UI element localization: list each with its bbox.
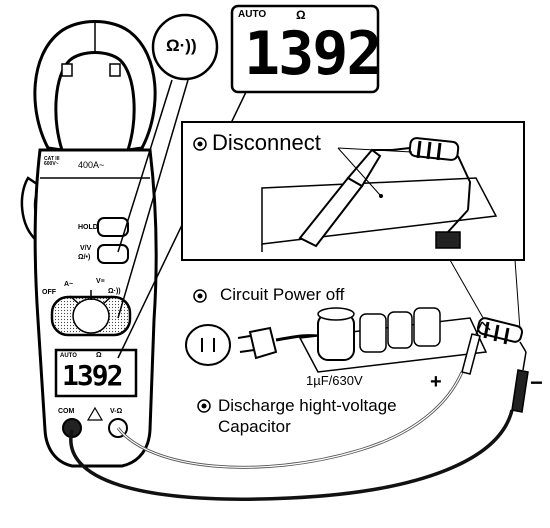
small-lcd-frame — [54, 348, 138, 398]
step-discharge-line1: Discharge hight-voltage — [218, 396, 397, 415]
mode-button-label-bottom: Ω/•) — [78, 254, 91, 261]
big-lcd-mode: AUTO — [238, 9, 267, 20]
small-lcd-mode: AUTO — [60, 353, 77, 359]
polarity-minus: − — [530, 370, 543, 395]
step-disconnect-label: Disconnect — [212, 130, 321, 155]
test-leads — [69, 321, 529, 501]
mode-button-shape[interactable] — [97, 244, 129, 264]
clamp-jaws — [33, 20, 157, 152]
function-bubble-symbol: Ω·)) — [166, 36, 197, 55]
com-jack-label: COM — [58, 408, 75, 415]
step-discharge-line2: Capacitor — [218, 417, 291, 436]
function-bubble-circle — [151, 13, 219, 81]
power-off-illustration — [185, 259, 521, 373]
dial-ohm-label: Ω·)) — [108, 288, 121, 295]
wall-socket — [185, 324, 231, 366]
desoldered-lead — [435, 231, 461, 249]
hold-button-label: HOLD — [78, 224, 98, 231]
disconnect-panel — [181, 121, 525, 261]
vohm-jack-label: V-Ω — [110, 408, 123, 415]
resistor — [408, 137, 460, 161]
big-lcd-frame — [230, 4, 380, 94]
small-lcd-unit: Ω — [96, 352, 102, 359]
capacitor-rating-label: 1µF/630V — [306, 373, 363, 388]
meter-cat-rating: CAT III 600V~ — [44, 156, 60, 167]
capacitor-main — [317, 313, 355, 361]
small-lcd-reading: 1392 — [62, 359, 123, 392]
step-power-off-label: Circuit Power off — [220, 285, 345, 304]
black-test-lead — [69, 409, 514, 501]
mode-button-label-top: V/V — [80, 245, 92, 252]
big-lcd-unit: Ω — [296, 8, 306, 22]
clamp-meter — [20, 20, 158, 468]
hold-button-shape[interactable] — [97, 217, 129, 237]
dial-off-label: OFF — [42, 289, 56, 296]
dial-volt-label: V≡ — [96, 278, 105, 285]
big-lcd-reading: 1392 — [244, 19, 382, 89]
power-plug — [248, 326, 278, 360]
measured-resistor — [476, 317, 524, 345]
meter-current-rating: 400A~ — [78, 160, 105, 170]
dial-amp-label: A~ — [64, 281, 74, 288]
polarity-plus: + — [430, 371, 442, 393]
warning-triangle-icon — [86, 406, 104, 421]
